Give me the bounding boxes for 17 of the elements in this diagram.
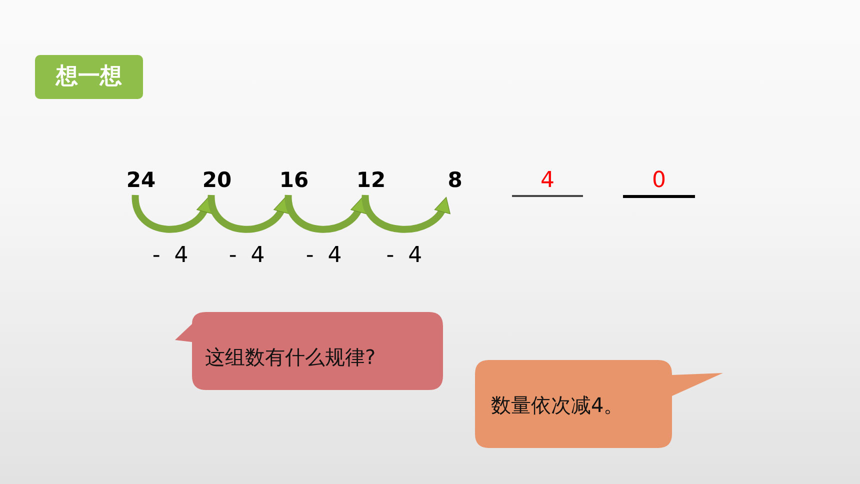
curved-arrow bbox=[362, 194, 449, 233]
fill-in-line: 0 bbox=[623, 168, 695, 198]
edge-label: - 4 bbox=[306, 243, 342, 269]
title-badge: 想一想 bbox=[35, 55, 143, 99]
curved-arrow bbox=[208, 194, 288, 233]
number: 8 bbox=[442, 168, 468, 192]
speech-bubble: 数量依次减4。 bbox=[475, 360, 723, 448]
fill-in-line: 4 bbox=[512, 168, 583, 197]
number: 16 bbox=[275, 168, 313, 192]
edge-label: - 4 bbox=[228, 243, 265, 269]
edge-label: - 4 bbox=[152, 243, 188, 269]
edge-label: - 4 bbox=[386, 243, 422, 269]
curved-arrow bbox=[284, 194, 366, 233]
number: 24 bbox=[122, 168, 160, 192]
speech-bubble: 这组数有什么规律? bbox=[175, 312, 443, 390]
number: 12 bbox=[352, 168, 390, 192]
number: 20 bbox=[198, 168, 236, 192]
